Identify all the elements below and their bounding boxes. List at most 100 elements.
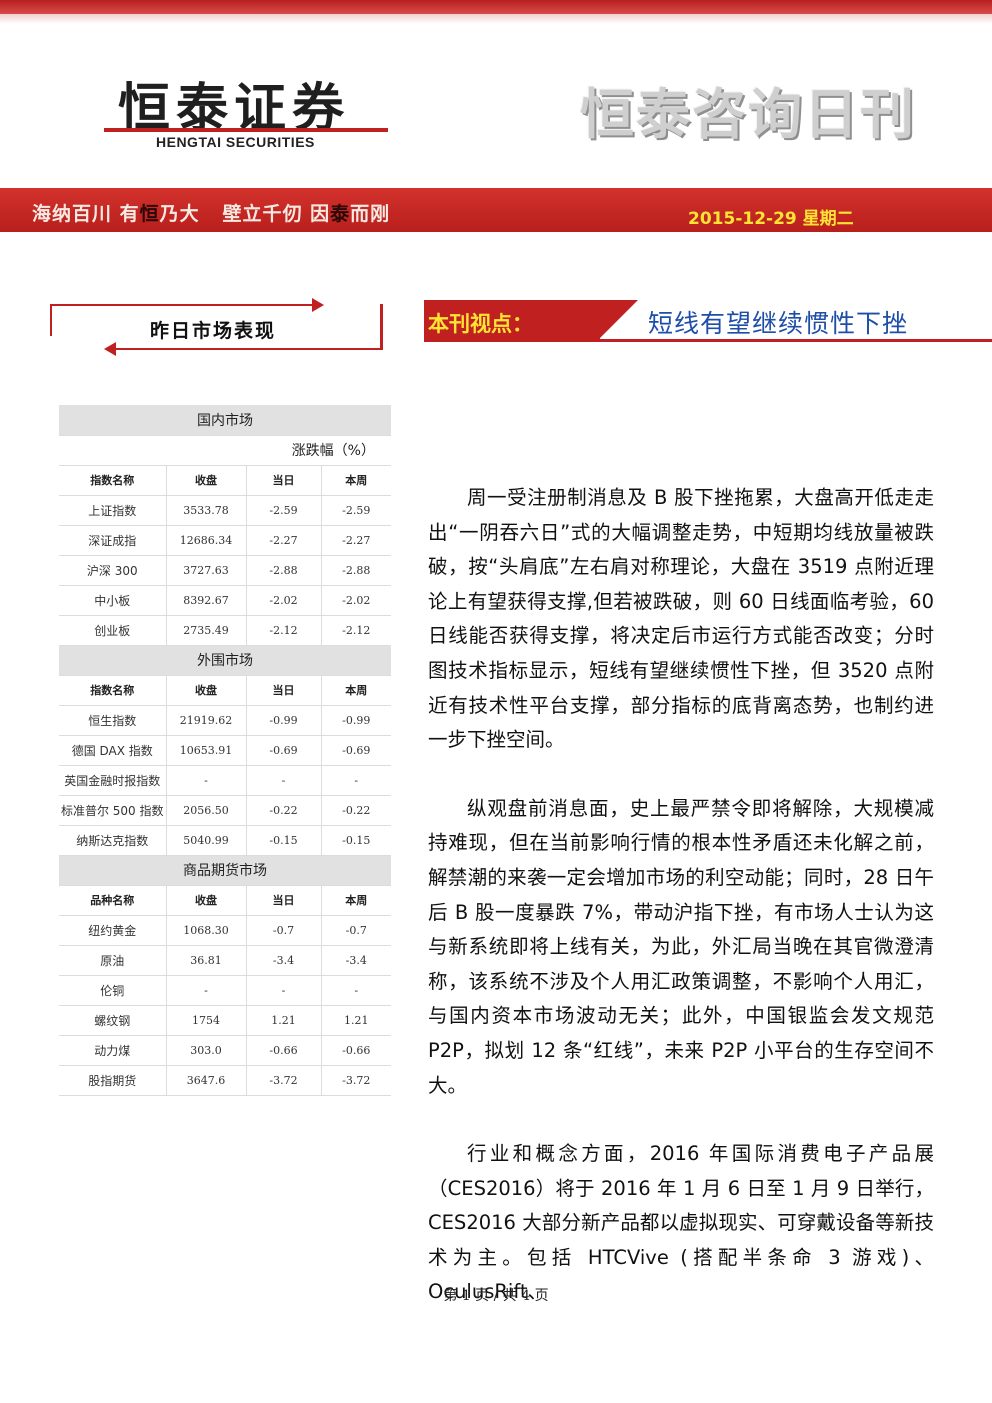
weekly-change: -0.99 (321, 705, 391, 736)
viewpoint-label-tail (598, 300, 638, 340)
col-header: 指数名称 (59, 465, 167, 496)
close-value: 5040.99 (166, 825, 247, 856)
slogan-part: 海纳百川 有 (32, 203, 140, 225)
weekly-change: -0.69 (321, 735, 391, 766)
slogan-highlight: 恒 (139, 203, 160, 225)
close-value: - (166, 765, 247, 796)
col-header: 品种名称 (59, 885, 167, 916)
weekly-change: -2.59 (321, 495, 391, 526)
close-value: 1754 (166, 1005, 247, 1036)
weekly-change: -0.15 (321, 825, 391, 856)
daily-change: -2.12 (246, 615, 322, 646)
col-header: 指数名称 (59, 675, 167, 706)
index-name: 创业板 (59, 615, 167, 646)
viewpoint-label: 本刊视点： (428, 312, 533, 336)
commodity-name: 动力煤 (59, 1035, 167, 1066)
col-header: 收盘 (166, 465, 247, 496)
daily-change: -2.02 (246, 585, 322, 616)
index-name: 标准普尔 500 指数 (59, 795, 167, 826)
index-name: 恒生指数 (59, 705, 167, 736)
publication-title: 恒泰咨询日刊 (580, 83, 916, 146)
issue-date: 2015-12-29 星期二 (688, 209, 854, 229)
page-footer: 第 1 页 / 共 4 页 (443, 1288, 549, 1304)
daily-change: -2.27 (246, 525, 322, 556)
daily-change: -3.72 (246, 1065, 322, 1096)
weekly-change: 1.21 (321, 1005, 391, 1036)
daily-change: -0.22 (246, 795, 322, 826)
index-name: 中小板 (59, 585, 167, 616)
unit-row: 涨跌幅（%） (59, 435, 391, 466)
index-name: 沪深 300 (59, 555, 167, 586)
index-name: 深证成指 (59, 525, 167, 556)
close-value: 2056.50 (166, 795, 247, 826)
weekly-change: - (321, 975, 391, 1006)
logo-underline (104, 128, 388, 132)
header-row: 指数名称 收盘 当日 本周 (59, 675, 391, 706)
index-name: 纳斯达克指数 (59, 825, 167, 856)
close-value: 3533.78 (166, 495, 247, 526)
weekly-change: -2.12 (321, 615, 391, 646)
col-header: 本周 (321, 885, 391, 916)
weekly-change: -2.27 (321, 525, 391, 556)
daily-change: 1.21 (246, 1005, 322, 1036)
daily-change: -0.7 (246, 915, 322, 946)
section-title-foreign: 外围市场 (59, 645, 391, 676)
commodity-name: 伦铜 (59, 975, 167, 1006)
section-row: 商品期货市场 (59, 855, 391, 886)
daily-change: -0.69 (246, 735, 322, 766)
section-row: 外围市场 (59, 645, 391, 676)
daily-change: -3.4 (246, 945, 322, 976)
article-paragraph: 行业和概念方面，2016 年国际消费电子产品展（CES2016）将于 2016 … (428, 1142, 934, 1304)
section-title-commodity: 商品期货市场 (59, 855, 391, 886)
commodity-name: 纽约黄金 (59, 915, 167, 946)
frame-line-top (50, 304, 318, 306)
banner-highlight (0, 186, 992, 189)
col-header: 当日 (246, 675, 322, 706)
close-value: 303.0 (166, 1035, 247, 1066)
unit-label: 涨跌幅（%） (59, 435, 391, 466)
slogan-highlight: 泰 (330, 203, 351, 225)
close-value: 3727.63 (166, 555, 247, 586)
close-value: - (166, 975, 247, 1006)
arrow-left-icon (104, 342, 116, 356)
col-header: 收盘 (166, 675, 247, 706)
frame-line-right (380, 304, 383, 350)
top-stripe-fade (0, 14, 992, 24)
article-body: 周一受注册制消息及 B 股下挫拖累，大盘高开低走走出“一阴吞六日”式的大幅调整走… (428, 481, 934, 1344)
table-row: 英国金融时报指数--- (59, 765, 391, 796)
table-row: 伦铜--- (59, 975, 391, 1006)
slogan: 海纳百川 有恒乃大 壁立千仞 因泰而刚 (32, 199, 390, 226)
commodity-name: 原油 (59, 945, 167, 976)
col-header: 当日 (246, 465, 322, 496)
index-name: 德国 DAX 指数 (59, 735, 167, 766)
weekly-change: -0.66 (321, 1035, 391, 1066)
article-paragraph: 纵观盘前消息面，史上最严禁令即将解除，大规模减持难现，但在当前影响行情的根本性矛… (428, 796, 934, 1097)
commodity-name: 股指期货 (59, 1065, 167, 1096)
weekly-change: -0.7 (321, 915, 391, 946)
article-paragraph: 周一受注册制消息及 B 股下挫拖累，大盘高开低走走出“一阴吞六日”式的大幅调整走… (428, 486, 934, 752)
slogan-banner (0, 188, 992, 232)
commodity-name: 螺纹钢 (59, 1005, 167, 1036)
section-row: 国内市场 (59, 405, 391, 436)
company-logo-english: HENGTAI SECURITIES (156, 134, 315, 150)
top-stripe (0, 0, 992, 14)
index-name: 英国金融时报指数 (59, 765, 167, 796)
slogan-part: 乃大 壁立千仞 因 (159, 203, 331, 225)
viewpoint-underline (424, 339, 992, 342)
close-value: 1068.30 (166, 915, 247, 946)
daily-change: -0.15 (246, 825, 322, 856)
close-value: 36.81 (166, 945, 247, 976)
daily-change: - (246, 765, 322, 796)
